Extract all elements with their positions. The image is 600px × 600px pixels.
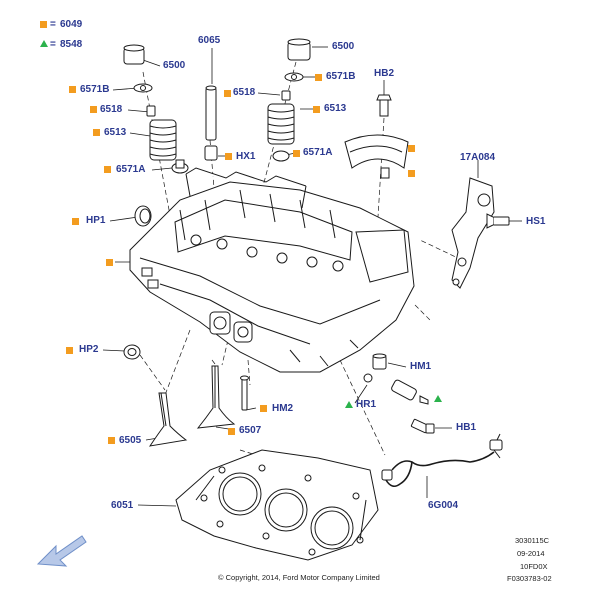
callout-6513-left: 6513 bbox=[104, 127, 127, 138]
callout-hb1: HB1 bbox=[456, 422, 477, 433]
marker-square bbox=[108, 437, 115, 444]
hm2-stud bbox=[240, 375, 249, 411]
hp1-plug bbox=[134, 205, 152, 227]
marker-square bbox=[224, 90, 231, 97]
wiring-harness-6g004 bbox=[381, 433, 503, 488]
callout-6571a-left: 6571A bbox=[116, 164, 146, 175]
marker-square bbox=[69, 86, 76, 93]
copyright-text: © Copyright, 2014, Ford Motor Company Li… bbox=[218, 573, 380, 582]
marker-square bbox=[260, 405, 267, 412]
marker-square bbox=[313, 106, 320, 113]
callout-6500-left: 6500 bbox=[163, 60, 186, 71]
hs1-stud bbox=[486, 213, 510, 229]
callout-hx1: HX1 bbox=[236, 151, 256, 162]
callout-6051: 6051 bbox=[111, 500, 134, 511]
bracket-17a084 bbox=[451, 177, 495, 289]
legend-triangle-prefix: = bbox=[50, 39, 56, 50]
callout-hs1: HS1 bbox=[526, 216, 546, 227]
marker-square bbox=[315, 74, 322, 81]
callout-6500-right: 6500 bbox=[332, 41, 355, 52]
code-line-1: 3030115C bbox=[515, 536, 550, 545]
right-valve-stack bbox=[267, 38, 311, 162]
marker-square bbox=[408, 170, 415, 177]
marker-square bbox=[225, 153, 232, 160]
marker-square bbox=[72, 218, 79, 225]
marker-triangle bbox=[345, 401, 353, 408]
head-gasket bbox=[175, 449, 379, 561]
marker-square bbox=[228, 428, 235, 435]
marker-square bbox=[408, 145, 415, 152]
legend-square-code: 6049 bbox=[60, 19, 83, 30]
hb1-bolt bbox=[410, 418, 435, 434]
marker-square bbox=[106, 259, 113, 266]
callout-6513-right: 6513 bbox=[324, 103, 347, 114]
callout-6507: 6507 bbox=[239, 425, 262, 436]
code-line-4: F0303783-02 bbox=[507, 574, 552, 583]
callout-6065: 6065 bbox=[198, 35, 221, 46]
callout-hm2: HM2 bbox=[272, 403, 294, 414]
code-line-2: 09-2014 bbox=[517, 549, 545, 558]
callout-6571b-left: 6571B bbox=[80, 84, 110, 95]
callout-6518-right: 6518 bbox=[233, 87, 256, 98]
marker-square bbox=[293, 150, 300, 157]
back-arrow-icon bbox=[36, 535, 87, 567]
callout-6505: 6505 bbox=[119, 435, 142, 446]
legend-square-prefix: = bbox=[50, 19, 56, 30]
legend-triangle-code: 8548 bbox=[60, 39, 83, 50]
hb2-bolt bbox=[376, 94, 392, 117]
legend-square-icon bbox=[40, 21, 47, 28]
callout-17a084: 17A084 bbox=[460, 152, 496, 163]
callout-hm1: HM1 bbox=[410, 361, 432, 372]
sensor-parts bbox=[363, 353, 429, 405]
marker-triangle bbox=[434, 395, 442, 402]
marker-square bbox=[90, 106, 97, 113]
callout-hb2: HB2 bbox=[374, 68, 395, 79]
callout-6571b-right: 6571B bbox=[326, 71, 356, 82]
callout-hp1: HP1 bbox=[86, 215, 106, 226]
left-valve-stack bbox=[123, 44, 189, 174]
callout-6571a-right: 6571A bbox=[303, 147, 333, 158]
hp2-plug bbox=[123, 344, 141, 360]
marker-square bbox=[66, 347, 73, 354]
marker-square bbox=[104, 166, 111, 173]
marker-square bbox=[93, 129, 100, 136]
callout-6518-left: 6518 bbox=[100, 104, 123, 115]
bearing-cap bbox=[344, 134, 409, 179]
code-line-3: 10FD0X bbox=[520, 562, 548, 571]
callout-hr1: HR1 bbox=[356, 399, 377, 410]
legend-triangle-icon bbox=[40, 40, 48, 47]
callout-6g004: 6G004 bbox=[428, 500, 459, 511]
cylinder-head-block bbox=[129, 167, 415, 373]
valves bbox=[148, 365, 236, 447]
callout-hp2: HP2 bbox=[79, 344, 99, 355]
center-rod bbox=[204, 85, 218, 161]
